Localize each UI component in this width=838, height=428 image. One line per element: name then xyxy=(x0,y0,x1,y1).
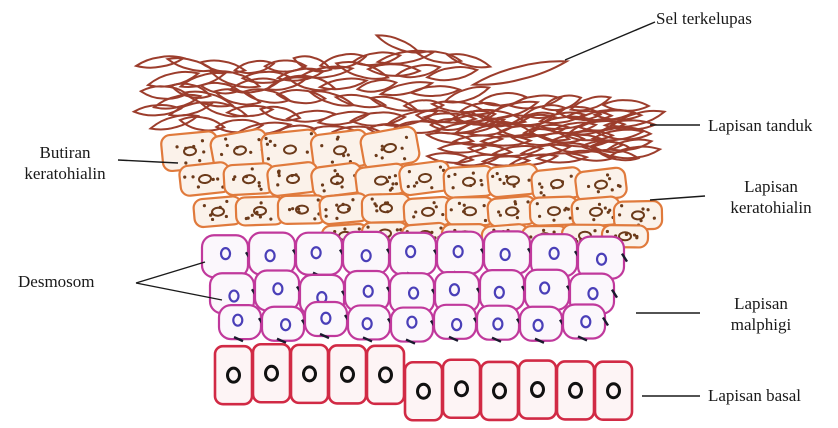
malpighi-cell-body xyxy=(484,231,530,273)
basal-cell-body xyxy=(215,346,252,404)
label-desmosom: Desmosom xyxy=(18,271,95,292)
keratohyalin-granule xyxy=(542,229,545,232)
basal-cell xyxy=(595,362,632,420)
malpighi-cell xyxy=(520,307,565,343)
malpighi-cell xyxy=(262,307,307,343)
malpighi-cell-body xyxy=(262,307,304,341)
malpighi-cell xyxy=(525,270,572,312)
label-lapisan-keratohialin: Lapisan keratohialin xyxy=(716,176,826,218)
malpighi-cell xyxy=(296,233,345,277)
leader-lapisan-keratohialin xyxy=(650,196,705,200)
malpighi-cell xyxy=(348,305,393,341)
malpighian-layer-cells xyxy=(202,231,627,343)
basal-cell xyxy=(481,362,518,420)
horny-cell xyxy=(482,136,531,146)
malpighi-cell-body xyxy=(520,307,562,341)
basal-cell xyxy=(519,361,556,419)
basal-cell-body xyxy=(329,345,366,403)
horny-cell xyxy=(480,91,527,107)
malpighi-cell-body xyxy=(348,305,390,339)
malpighi-cell-body xyxy=(434,305,476,339)
malpighi-cell-body xyxy=(480,270,524,310)
basal-cell xyxy=(215,346,252,404)
malpighi-cell xyxy=(563,304,608,340)
horny-cell xyxy=(335,92,386,110)
basal-cell xyxy=(367,346,404,404)
label-sel-terkelupas: Sel terkelupas xyxy=(656,8,752,29)
basal-cell-body xyxy=(557,361,594,419)
horny-cell xyxy=(308,87,355,109)
keratohyalin-granule xyxy=(450,208,453,211)
label-lapisan-keratohialin-line2: keratohialin xyxy=(716,197,826,218)
malpighi-cell xyxy=(305,302,350,338)
label-lapisan-tanduk: Lapisan tanduk xyxy=(708,115,812,136)
label-butiran-keratohialin-line1: Butiran xyxy=(10,142,120,163)
malpighi-cell-body xyxy=(343,232,389,274)
label-lapisan-malphigi-line2: malphigi xyxy=(716,314,806,335)
basal-cell xyxy=(405,362,442,420)
malpighi-cell-body xyxy=(437,232,483,274)
malpighi-cell-body xyxy=(563,304,605,338)
malpighi-cell-body xyxy=(578,237,624,279)
malpighi-cell xyxy=(434,305,479,341)
keratohyalin-granule xyxy=(484,219,487,222)
malpighi-cell-body xyxy=(202,235,248,277)
basal-cell-body xyxy=(595,362,632,420)
label-lapisan-keratohialin-line1: Lapisan xyxy=(716,176,826,197)
basal-cell-body xyxy=(481,362,518,420)
malpighi-cell-body xyxy=(255,270,299,310)
horny-cell xyxy=(135,53,184,70)
leader-desmosom-upper xyxy=(136,262,205,283)
label-butiran-keratohialin-line2: keratohialin xyxy=(10,163,120,184)
label-lapisan-malphigi: Lapisan malphigi xyxy=(716,293,806,335)
horny-cell xyxy=(179,114,225,133)
malpighi-cell-body xyxy=(390,233,436,275)
loose-horny-cell xyxy=(472,55,568,91)
basal-cell xyxy=(253,344,290,402)
basal-cell xyxy=(329,345,366,403)
basal-layer-cells xyxy=(215,344,632,420)
leader-sel-terkelupas xyxy=(565,22,655,60)
keratohyalin-granule xyxy=(593,229,596,232)
basal-cell-body xyxy=(443,360,480,418)
basal-cell-body xyxy=(405,362,442,420)
malpighi-cell-body xyxy=(525,270,569,310)
basal-cell-body xyxy=(253,344,290,402)
malpighi-cell-body xyxy=(391,308,433,342)
keratohyalin-granule xyxy=(483,204,486,207)
horny-cell xyxy=(368,63,420,76)
horny-cell xyxy=(200,98,248,120)
label-butiran-keratohialin: Butiran keratohialin xyxy=(10,142,120,184)
malpighi-cell xyxy=(437,232,486,276)
malpighi-cell xyxy=(219,305,264,341)
basal-cell-body xyxy=(519,361,556,419)
basal-cell xyxy=(291,345,328,403)
keratohyalin-granule xyxy=(463,204,466,207)
malpighi-cell xyxy=(484,231,533,275)
label-lapisan-basal: Lapisan basal xyxy=(708,385,801,406)
basal-cell xyxy=(557,361,594,419)
basal-cell-body xyxy=(291,345,328,403)
malpighi-cell xyxy=(391,308,436,344)
malpighi-cell-body xyxy=(477,306,519,340)
keratohyalin-granule xyxy=(458,202,461,205)
malpighi-cell xyxy=(390,233,439,277)
malpighi-cell-body xyxy=(219,305,261,339)
horny-cell xyxy=(417,49,462,66)
malpighi-cell-body xyxy=(305,302,347,336)
basal-cell xyxy=(443,360,480,418)
label-lapisan-malphigi-line1: Lapisan xyxy=(716,293,806,314)
malpighi-cell xyxy=(343,232,392,276)
horny-cell xyxy=(292,52,333,75)
basal-cell-body xyxy=(367,346,404,404)
keratohyalin-granule xyxy=(462,210,465,213)
malpighi-cell-body xyxy=(296,233,342,275)
malpighi-cell xyxy=(477,306,522,342)
malpighi-cell-body xyxy=(249,233,295,275)
